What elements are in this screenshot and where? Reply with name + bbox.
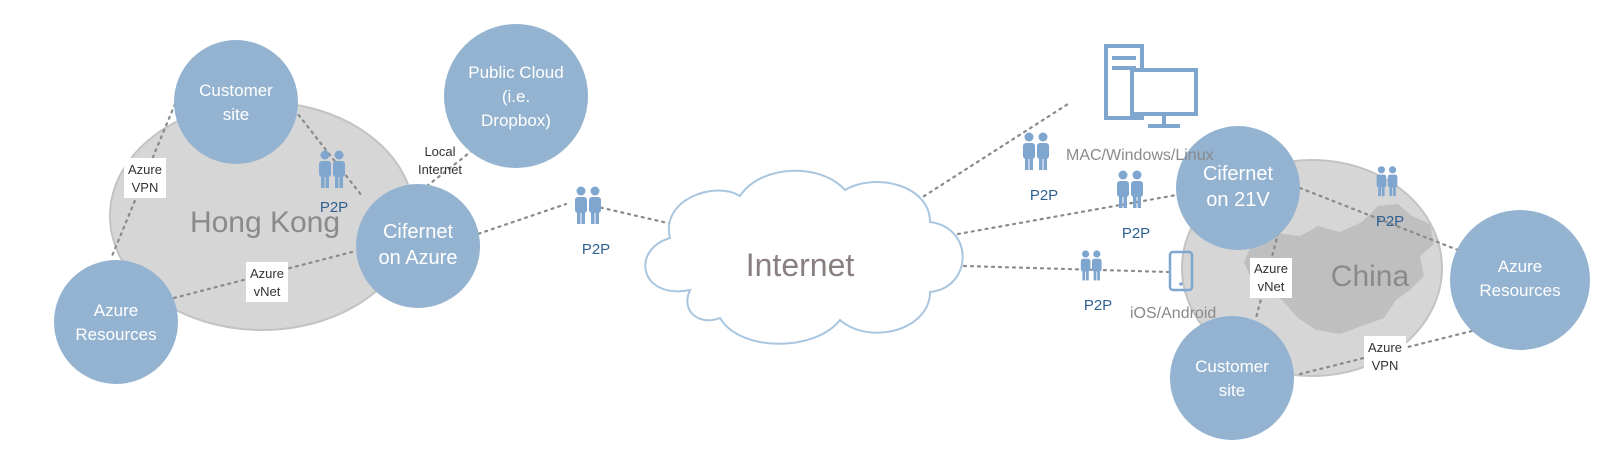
cifernet-21v-line1: Cifernet (1203, 163, 1273, 185)
hk-customer-site-node: Customer site (174, 40, 298, 164)
link-hkcustomer-hkazure (110, 102, 177, 258)
hk-p2p-group: P2P (319, 150, 348, 216)
hk-azure-resources-line2: Resources (75, 325, 156, 344)
hk-azure-vpn-label: Azure VPN (124, 158, 166, 198)
hk-vpn-line1: Azure (128, 162, 162, 177)
cifernet-azure-node: Cifernet on Azure (356, 184, 480, 308)
link-internet-mobile (962, 264, 1170, 274)
link-hkcustomer-cifernet (288, 102, 364, 198)
link-p2p-internet (592, 204, 674, 226)
link-cifernet21v-cnazure (1298, 186, 1470, 256)
hk-p2p-label: P2P (320, 199, 348, 216)
people-icon (575, 186, 601, 224)
cifernet-21v-line2: on 21V (1206, 189, 1270, 211)
hk-customer-line1: Customer (199, 81, 273, 100)
public-cloud-node: Public Cloud (i.e. Dropbox) (444, 24, 588, 168)
link-internet-desktop (916, 102, 1070, 202)
public-cloud-line1: Public Cloud (468, 63, 563, 82)
local-internet-label: Local Internet (418, 144, 462, 177)
internet-left-p2p-group: P2P (575, 186, 610, 258)
china-label: China (1331, 260, 1410, 293)
cn-azure-resources-node: Azure Resources (1450, 210, 1590, 350)
cifernet-azure-line1: Cifernet (383, 221, 453, 243)
cifernet-azure-line2: on Azure (379, 247, 458, 269)
hk-azure-vnet-label: Azure vNet (246, 262, 288, 302)
hk-vpn-line2: VPN (132, 180, 159, 195)
cn-customer-site-node: Customer site (1170, 316, 1294, 440)
mobile-os-label: iOS/Android (1130, 305, 1216, 322)
hong-kong-label: Hong Kong (190, 206, 340, 239)
local-internet-line2: Internet (418, 162, 462, 177)
public-cloud-line2: (i.e. (502, 87, 530, 106)
mid-right-p2p-group: P2P (1117, 170, 1150, 242)
hk-customer-line2: site (223, 105, 249, 124)
desktop-p2p-label: P2P (1030, 187, 1058, 204)
china-p2p-label: P2P (1376, 213, 1404, 230)
china-p2p-group: P2P (1376, 166, 1404, 230)
mobile-p2p-label: P2P (1084, 297, 1112, 314)
link-internet-cifernet21v (956, 192, 1184, 236)
cn-vpn-line2: VPN (1372, 358, 1399, 373)
cifernet-21v-node: Cifernet on 21V (1176, 126, 1300, 250)
internet-label: Internet (746, 247, 855, 283)
cn-vnet-line2: vNet (1258, 279, 1285, 294)
cn-customer-line2: site (1219, 381, 1245, 400)
people-icon (1023, 132, 1049, 170)
link-cifernet21v-cncustomer (1254, 224, 1282, 320)
desktop-p2p-group: P2P (1023, 132, 1058, 204)
hk-azure-resources-node: Azure Resources (54, 260, 178, 384)
cn-customer-line1: Customer (1195, 357, 1269, 376)
internet-left-p2p-label: P2P (582, 241, 610, 258)
link-cifernet-internet (470, 202, 568, 238)
mid-right-p2p-label: P2P (1122, 225, 1150, 242)
local-internet-line1: Local (424, 144, 455, 159)
cn-azure-vnet-label: Azure vNet (1250, 258, 1292, 298)
desktop-os-label: MAC/Windows/Linux (1066, 147, 1214, 164)
people-icon (1080, 250, 1102, 281)
desktop-computer-icon (1104, 44, 1198, 128)
cn-vnet-line1: Azure (1254, 261, 1288, 276)
hk-vnet-line2: vNet (254, 284, 281, 299)
cn-azure-vpn-label: Azure VPN (1364, 336, 1406, 376)
public-cloud-line3: Dropbox) (481, 111, 551, 130)
hk-azure-resources-line1: Azure (94, 301, 138, 320)
china-map-icon (1244, 204, 1434, 334)
cn-azure-resources-line1: Azure (1498, 257, 1542, 276)
internet-cloud (644, 169, 964, 345)
mobile-phone-icon (1168, 250, 1194, 292)
mobile-p2p-group: P2P (1080, 250, 1112, 314)
hk-vnet-line1: Azure (250, 266, 284, 281)
cn-vpn-line1: Azure (1368, 340, 1402, 355)
cn-azure-resources-line2: Resources (1479, 281, 1560, 300)
